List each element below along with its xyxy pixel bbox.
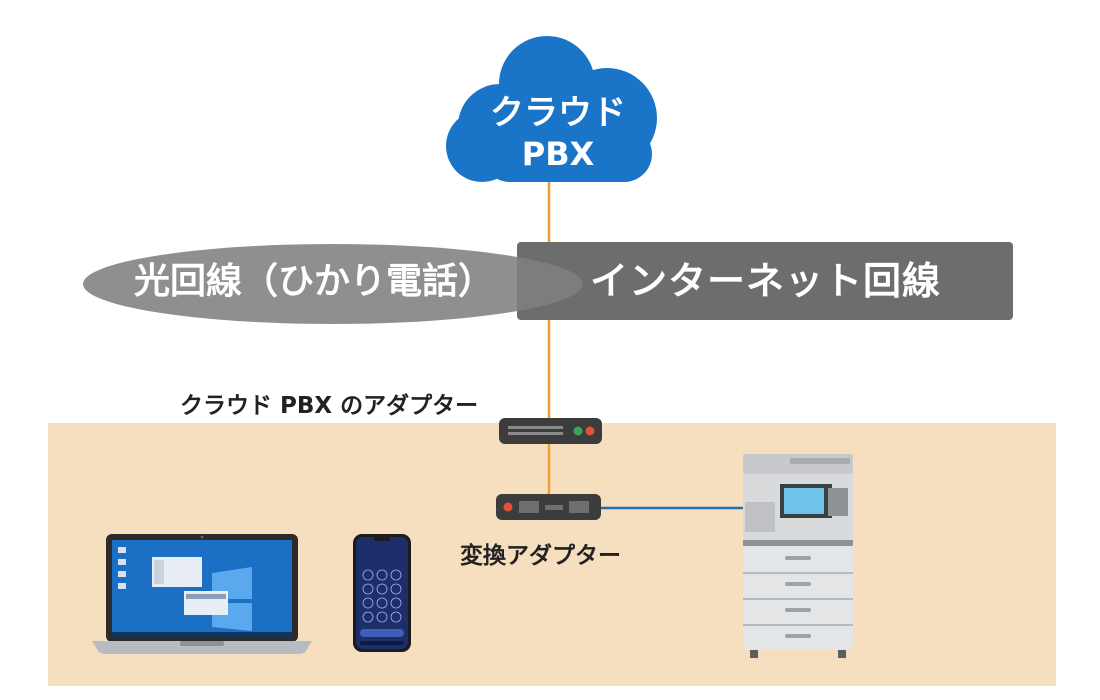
- smartphone-icon: [353, 534, 411, 652]
- internet-line-label: インターネット回線: [590, 259, 942, 303]
- router-icon: [499, 418, 602, 444]
- cloud-label-line2: PBX: [521, 135, 595, 173]
- hikari-line-label: 光回線（ひかり電話）: [134, 261, 495, 302]
- cloud-label-line1: クラウド: [490, 93, 626, 133]
- adapter-caption: クラウド PBX のアダプター: [180, 393, 479, 419]
- internet-line-box: [517, 242, 1013, 320]
- multifunction-printer-icon: [743, 454, 853, 658]
- hikari-line-oval: [83, 244, 583, 324]
- converter-adapter-icon: [496, 494, 601, 520]
- cloud-icon: [446, 36, 657, 182]
- converter-caption: 変換アダプター: [460, 543, 621, 569]
- laptop-icon: [92, 534, 312, 654]
